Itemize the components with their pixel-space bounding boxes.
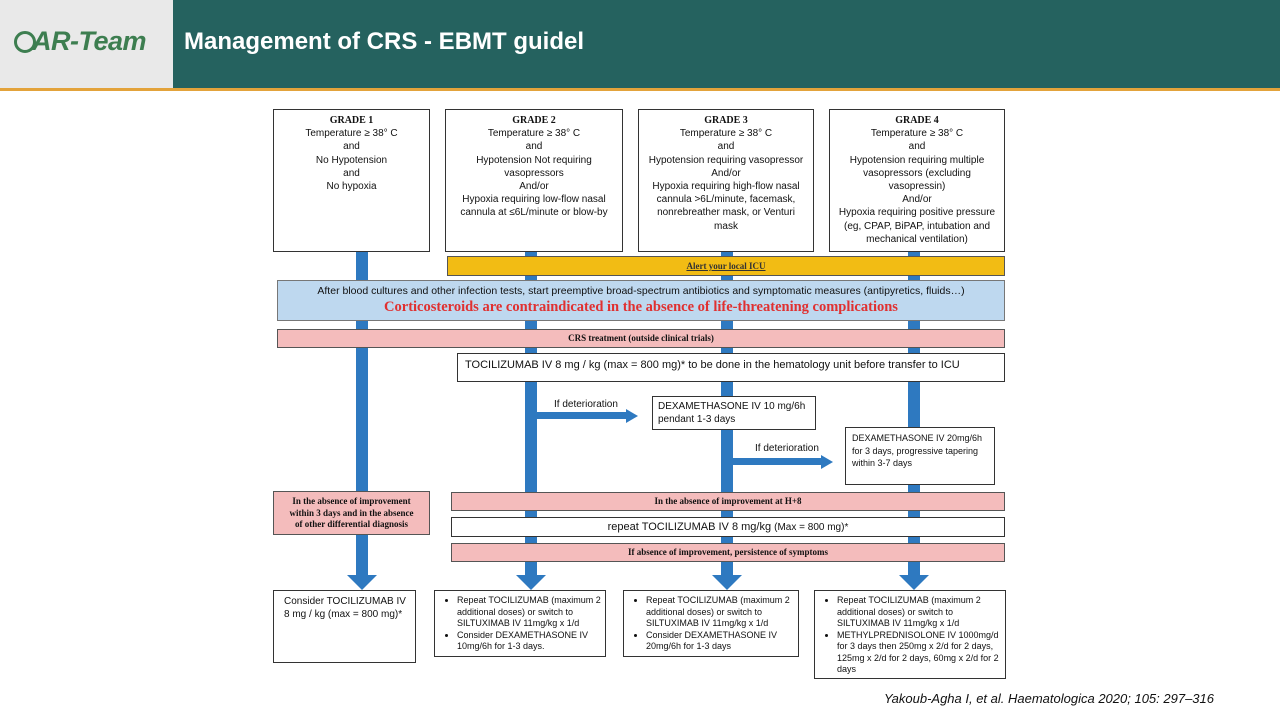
grade3-outcome-box: Repeat TOCILIZUMAB (maximum 2 additional…	[623, 590, 799, 657]
grade-line: Temperature ≥ 38° C	[870, 128, 964, 140]
grade2-title: GRADE 2	[512, 115, 556, 126]
grade4-outcome-box: Repeat TOCILIZUMAB (maximum 2 additional…	[814, 590, 1006, 679]
grade1-box: GRADE 1 Temperature ≥ 38° C and No Hypot…	[273, 109, 430, 252]
initial-measures-text: After blood cultures and other infection…	[317, 285, 965, 297]
grade1-outcome-box: Consider TOCILIZUMAB IV 8 mg / kg (max =…	[273, 590, 416, 663]
grade2-outcome-list: Repeat TOCILIZUMAB (maximum 2 additional…	[435, 595, 605, 653]
outcome-item: Consider DEXAMETHASONE IV 20mg/6h for 1-…	[646, 630, 798, 653]
grade-line: Hypotension requiring vasopressor	[648, 154, 804, 166]
grade1-improvement-box: In the absence of improvement within 3 d…	[273, 491, 430, 535]
grade-line: and	[908, 141, 926, 153]
repeat-tocilizumab-box: repeat TOCILIZUMAB IV 8 mg/kg (Max = 800…	[451, 517, 1005, 537]
improvement-line: within 3 days and in the absence	[289, 507, 414, 518]
grade4-outcome-list: Repeat TOCILIZUMAB (maximum 2 additional…	[815, 595, 1005, 676]
grade3-deterioration-arrow	[733, 458, 822, 465]
grade-line: cannula >6L/minute, facemask,	[656, 194, 796, 206]
grade-line: And/or	[711, 167, 741, 179]
grade-line: cannula at ≤6L/minute or blow-by	[460, 207, 608, 219]
grade-line: And/or	[902, 194, 932, 206]
grade3-down-arrow-icon	[712, 575, 742, 590]
grade-line: mask	[714, 220, 738, 232]
grade-line: nonrebreather mask, or Venturi	[657, 207, 795, 219]
dexa-line: DEXAMETHASONE IV 20mg/6h	[852, 433, 983, 443]
grade1-down-arrow-icon	[347, 575, 377, 590]
grade-line: Temperature ≥ 38° C	[487, 128, 581, 140]
absence-improvement-h8-label: In the absence of improvement at H+8	[654, 496, 802, 506]
repeat-tocilizumab-max: (Max = 800 mg)*	[774, 522, 849, 533]
grade-line: and	[525, 141, 543, 153]
initial-measures-band: After blood cultures and other infection…	[277, 280, 1005, 321]
grade3-deterioration-label: If deterioration	[755, 443, 819, 454]
alert-icu-band: Alert your local ICU	[447, 256, 1005, 276]
grade1-outcome-text: Consider TOCILIZUMAB IV 8 mg / kg (max =…	[284, 596, 406, 620]
grade1-title: GRADE 1	[329, 115, 374, 126]
dexamethasone-grade3-box: DEXAMETHASONE IV 10 mg/6h pendant 1-3 da…	[652, 396, 816, 430]
header-bar	[173, 0, 1280, 88]
dexamethasone-grade4-box: DEXAMETHASONE IV 20mg/6h for 3 days, pro…	[845, 427, 995, 485]
grade2-deterioration-label: If deterioration	[554, 399, 618, 410]
absence-improvement-h8-band: In the absence of improvement at H+8	[451, 492, 1005, 511]
grade-line: vasopressin)	[888, 181, 946, 193]
grade-line: vasopressors (excluding	[863, 167, 971, 179]
dexa-line: for 3 days, progressive tapering	[852, 445, 979, 456]
grade2-deterioration-arrowhead-icon	[626, 409, 638, 423]
grade2-deterioration-arrow	[537, 412, 627, 419]
grade-line: and	[717, 141, 735, 153]
grade-line: Hypoxia requiring positive pressure	[838, 207, 996, 219]
grade-line: Hypotension Not requiring	[476, 154, 592, 166]
grade-line: Hypotension requiring multiple	[849, 154, 985, 166]
grade2-box: GRADE 2 Temperature ≥ 38° C and Hypotens…	[445, 109, 623, 252]
grade-line: No Hypotension	[315, 154, 388, 166]
header-divider	[0, 88, 1280, 91]
persistence-label: If absence of improvement, persistence o…	[627, 547, 829, 557]
persistence-band: If absence of improvement, persistence o…	[451, 543, 1005, 562]
grade3-outcome-list: Repeat TOCILIZUMAB (maximum 2 additional…	[624, 595, 798, 653]
improvement-line: In the absence of improvement	[292, 496, 411, 506]
citation: Yakoub-Agha I, et al. Haematologica 2020…	[883, 691, 1214, 706]
grade2-outcome-box: Repeat TOCILIZUMAB (maximum 2 additional…	[434, 590, 606, 657]
grade2-down-arrow-icon	[516, 575, 546, 590]
grade-line: No hypoxia	[326, 181, 377, 193]
alert-icu-label: Alert your local ICU	[686, 261, 766, 271]
grade3-deterioration-arrowhead-icon	[821, 455, 833, 469]
crs-treatment-label: CRS treatment (outside clinical trials)	[568, 333, 714, 343]
outcome-item: Repeat TOCILIZUMAB (maximum 2 additional…	[457, 595, 605, 630]
dexa-line: DEXAMETHASONE IV 10 mg/6h	[658, 401, 806, 412]
grade-line: and	[343, 167, 360, 179]
outcome-item: Repeat TOCILIZUMAB (maximum 2 additional…	[646, 595, 798, 630]
dexa-line: pendant 1-3 days	[658, 413, 736, 425]
page-title: Management of CRS - EBMT guidel	[184, 28, 585, 55]
grade-line: (eg, CPAP, BiPAP, intubation and	[843, 220, 991, 232]
outcome-item: METHYLPREDNISOLONE IV 1000mg/d for 3 day…	[837, 630, 1005, 676]
grade-line: Hypoxia requiring low-flow nasal	[462, 194, 606, 206]
grade-line: Temperature ≥ 38° C	[305, 128, 398, 140]
grade3-box: GRADE 3 Temperature ≥ 38° C and Hypotens…	[638, 109, 814, 252]
crs-treatment-band: CRS treatment (outside clinical trials)	[277, 329, 1005, 348]
outcome-item: Consider DEXAMETHASONE IV 10mg/6h for 1-…	[457, 630, 605, 653]
grade-line: mechanical ventilation)	[866, 233, 968, 245]
grade3-title: GRADE 3	[704, 115, 748, 126]
outcome-item: Repeat TOCILIZUMAB (maximum 2 additional…	[837, 595, 1005, 630]
grade-line: And/or	[519, 181, 549, 193]
tocilizumab-first-line-box: TOCILIZUMAB IV 8 mg / kg (max = 800 mg)*…	[457, 353, 1005, 382]
grade4-box: GRADE 4 Temperature ≥ 38° C and Hypotens…	[829, 109, 1005, 252]
grade-line: and	[343, 141, 360, 153]
car-team-logo: AR-Team	[14, 26, 147, 57]
tocilizumab-first-line-text: TOCILIZUMAB IV 8 mg / kg (max = 800 mg)*…	[465, 359, 960, 371]
grade-line: vasopressors	[504, 167, 564, 179]
grade4-down-arrow-icon	[899, 575, 929, 590]
corticosteroid-warning: Corticosteroids are contraindicated in t…	[384, 299, 898, 315]
grade-line: Hypoxia requiring high-flow nasal	[652, 181, 800, 193]
dexa-line: within 3-7 days	[852, 458, 913, 468]
repeat-tocilizumab-text: repeat TOCILIZUMAB IV 8 mg/kg	[607, 521, 772, 533]
grade4-title: GRADE 4	[895, 115, 939, 126]
improvement-line: of other differential diagnosis	[295, 519, 408, 529]
grade-line: Temperature ≥ 38° C	[679, 128, 773, 140]
